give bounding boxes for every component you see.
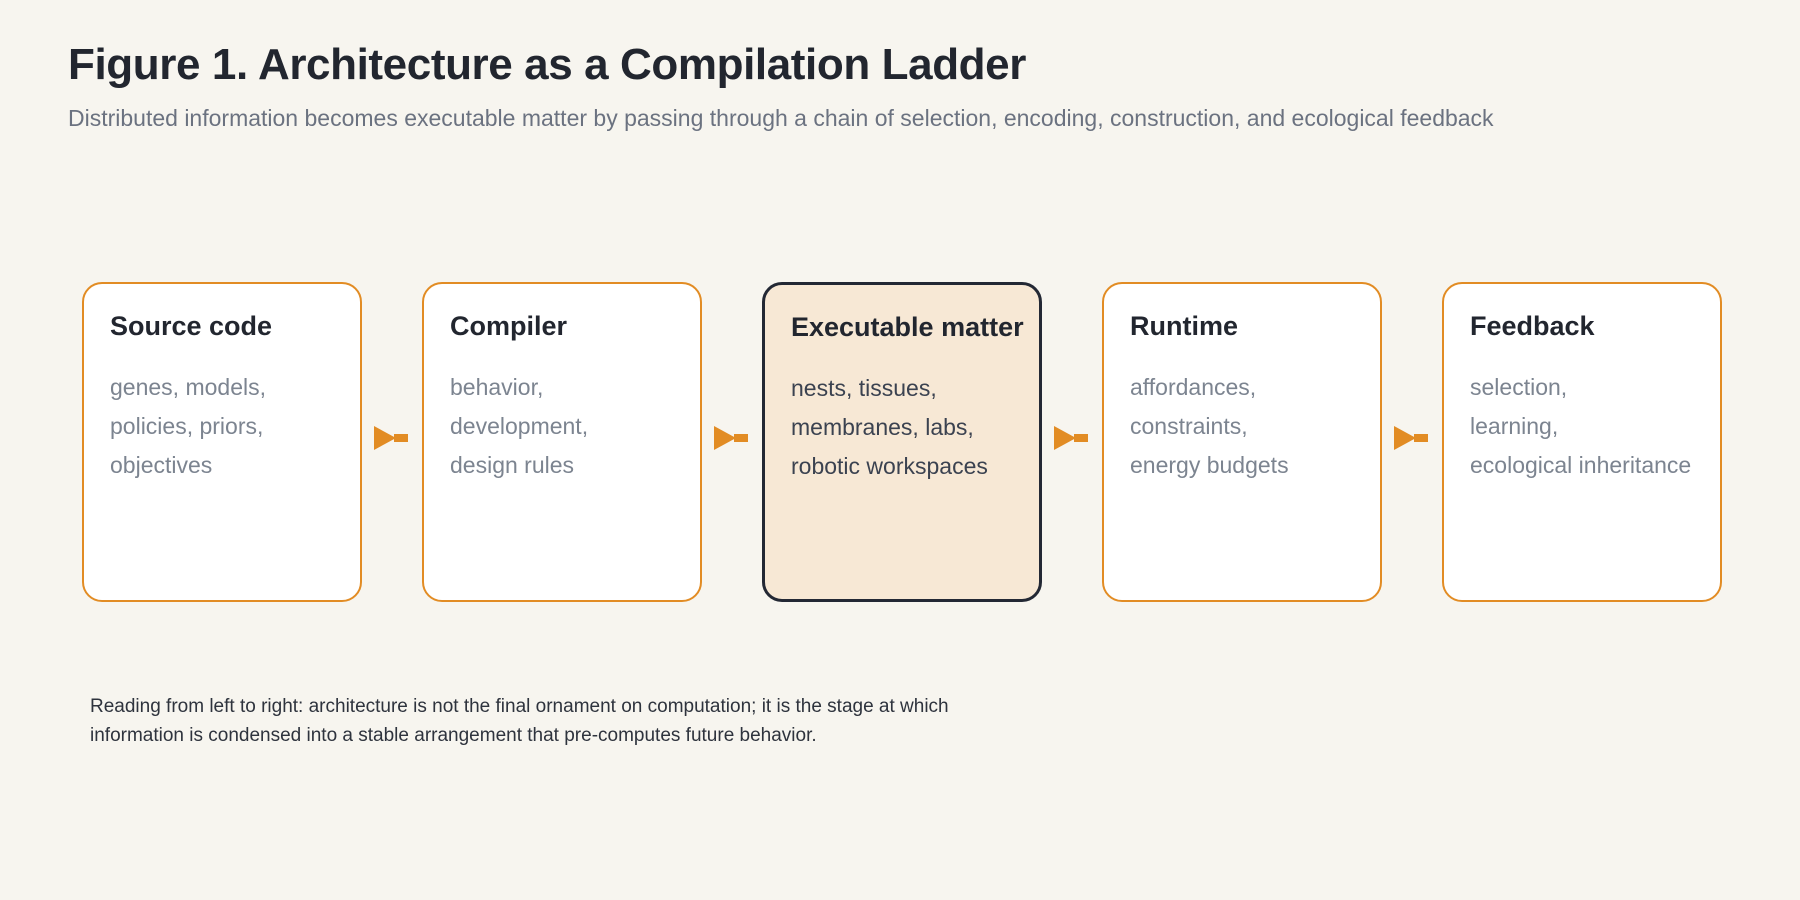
- stage-card-executable-matter[interactable]: Executable matter nests, tissues, membra…: [762, 282, 1042, 602]
- stage-card-runtime[interactable]: Runtime affordances, constraints, energy…: [1102, 282, 1382, 602]
- stage-body-line: design rules: [450, 451, 575, 478]
- arrow-right-icon: [374, 426, 408, 450]
- stage-body-line: robotic workspaces: [791, 452, 988, 479]
- figure-header: Figure 1. Architecture as a Compilation …: [68, 40, 1800, 133]
- stage-body-line: genes, models,: [110, 374, 266, 401]
- figure-title: Figure 1. Architecture as a Compilation …: [68, 40, 1026, 89]
- compilation-ladder-diagram: Source code genes, models, policies, pri…: [82, 282, 1800, 602]
- stage-title: Executable matter: [791, 312, 1024, 342]
- stage-body-line: ecological inheritance: [1470, 451, 1692, 478]
- stage-body-line: constraints,: [1130, 413, 1248, 440]
- connector-2: [702, 282, 762, 602]
- stage-body-line: behavior,: [450, 374, 544, 401]
- stage-body-line: policies, priors,: [110, 413, 264, 440]
- connector-1: [362, 282, 422, 602]
- figure-caption: Reading from left to right: architecture…: [90, 692, 1290, 751]
- stage-card-compiler[interactable]: Compiler behavior, development, design r…: [422, 282, 702, 602]
- stage-card-feedback[interactable]: Feedback selection, learning, ecological…: [1442, 282, 1722, 602]
- arrow-right-icon: [1054, 426, 1088, 450]
- stage-body: affordances, constraints, energy budgets: [1130, 368, 1354, 484]
- stage-body: genes, models, policies, priors, objecti…: [110, 368, 334, 484]
- stage-body-line: objectives: [110, 451, 213, 478]
- stage-body-line: learning,: [1470, 413, 1559, 440]
- stage-body-line: affordances,: [1130, 374, 1257, 401]
- stage-body-line: nests, tissues,: [791, 375, 937, 402]
- figure-subtitle: Distributed information becomes executab…: [68, 104, 1494, 131]
- stage-body: selection, learning, ecological inherita…: [1470, 368, 1694, 484]
- stage-title: Runtime: [1130, 311, 1238, 341]
- stage-body: behavior, development, design rules: [450, 368, 674, 484]
- arrow-right-icon: [1394, 426, 1428, 450]
- stage-body-line: selection,: [1470, 374, 1568, 401]
- stage-body: nests, tissues, membranes, labs, robotic…: [791, 369, 1013, 485]
- stage-title: Compiler: [450, 311, 568, 341]
- stage-title: Feedback: [1470, 311, 1595, 341]
- figure-caption-line: information is condensed into a stable a…: [90, 725, 817, 747]
- stage-title: Source code: [110, 311, 273, 341]
- arrow-right-icon: [714, 426, 748, 450]
- figure-caption-line: Reading from left to right: architecture…: [90, 696, 949, 717]
- stage-body-line: energy budgets: [1130, 451, 1289, 478]
- stage-card-source-code[interactable]: Source code genes, models, policies, pri…: [82, 282, 362, 602]
- connector-3: [1042, 282, 1102, 602]
- stage-body-line: membranes, labs,: [791, 414, 974, 441]
- stage-body-line: development,: [450, 413, 589, 440]
- connector-4: [1382, 282, 1442, 602]
